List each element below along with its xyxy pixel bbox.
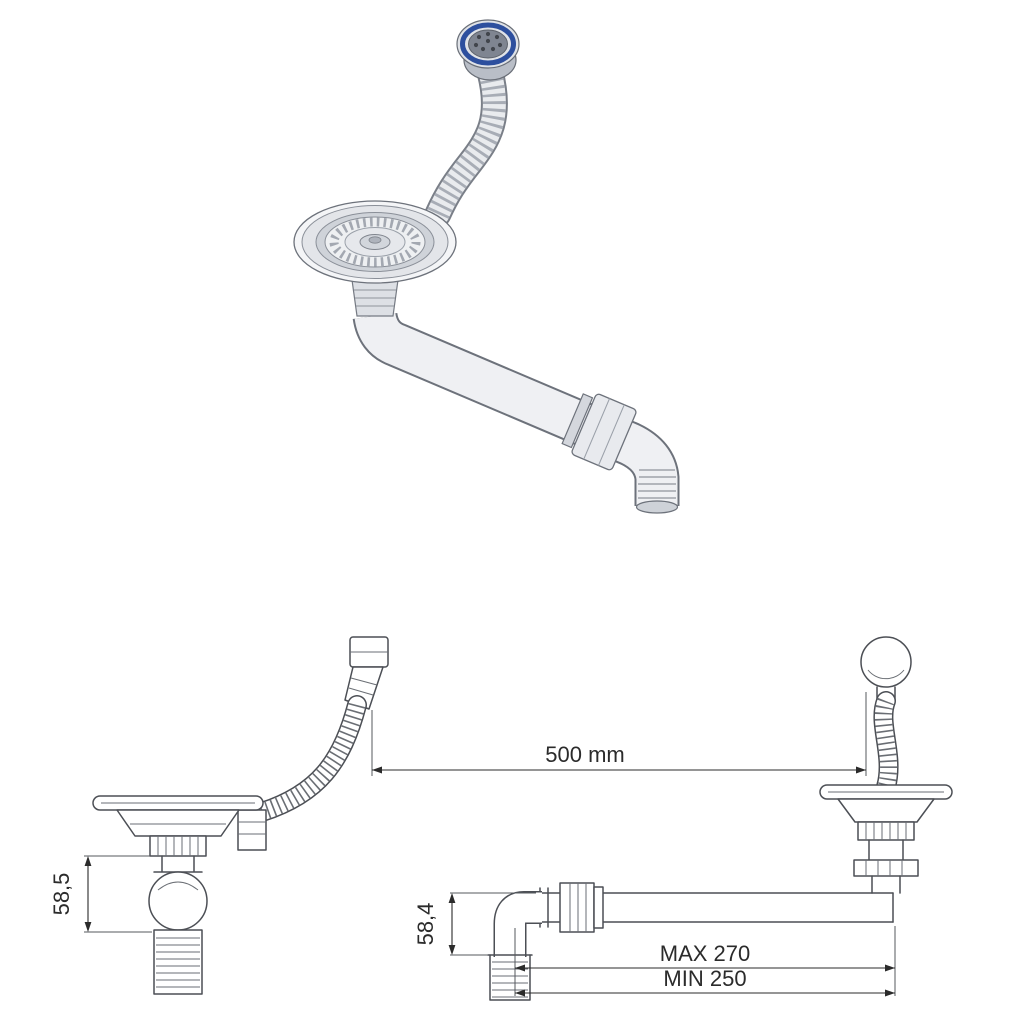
strainer-knob [368, 236, 382, 244]
basket-strainer-3d [293, 200, 457, 284]
coupling-nut-right [853, 859, 919, 877]
overflow-cap-2d-right [860, 636, 912, 702]
overflow-hose-2d-right [873, 691, 899, 797]
pipe-nut-2d [559, 882, 595, 933]
dimension-label-min-250: MIN 250 [663, 966, 746, 991]
left-side-view-drawing: 58,5 [49, 636, 389, 995]
dimension-label-58-5: 58,5 [49, 873, 74, 916]
strainer-side-view-left [92, 795, 267, 873]
dimension-max-270: MAX 270 [514, 926, 896, 996]
dimension-58-5: 58,5 [49, 855, 152, 933]
elbow-2d [487, 891, 542, 1001]
dimension-min-250: MIN 250 [515, 966, 895, 997]
dimension-500mm: 500 mm [371, 692, 867, 776]
overflow-cap-holes [473, 31, 503, 52]
strainer-slots [329, 217, 421, 267]
pipe-nut-3d [561, 393, 637, 471]
overflow-cap-blue-ring [460, 22, 516, 66]
overflow-hose-3d [424, 58, 508, 228]
overflow-port [237, 809, 267, 851]
dimension-58-4: 58,4 [413, 892, 536, 956]
pipe-outlet-end-3d [635, 500, 679, 514]
product-render-3d [293, 19, 680, 514]
drain-pipe-3d [352, 311, 680, 514]
pipe-assembly-drawing: 58,4 MAX 270 MIN 250 [413, 882, 896, 1001]
dimension-label-max-270: MAX 270 [660, 941, 751, 966]
dimension-label-58-4: 58,4 [413, 903, 438, 946]
strainer-neck-3d [351, 279, 399, 317]
dimension-label-500mm: 500 mm [545, 742, 624, 767]
horizontal-pipe-2d [539, 882, 894, 933]
overflow-hose-2d-left [252, 695, 367, 822]
strainer-side-view-right [819, 784, 953, 894]
right-side-view-drawing [819, 636, 953, 894]
outlet-left [148, 871, 208, 995]
overflow-cap-3d [456, 19, 520, 81]
ball-joint [148, 871, 208, 931]
